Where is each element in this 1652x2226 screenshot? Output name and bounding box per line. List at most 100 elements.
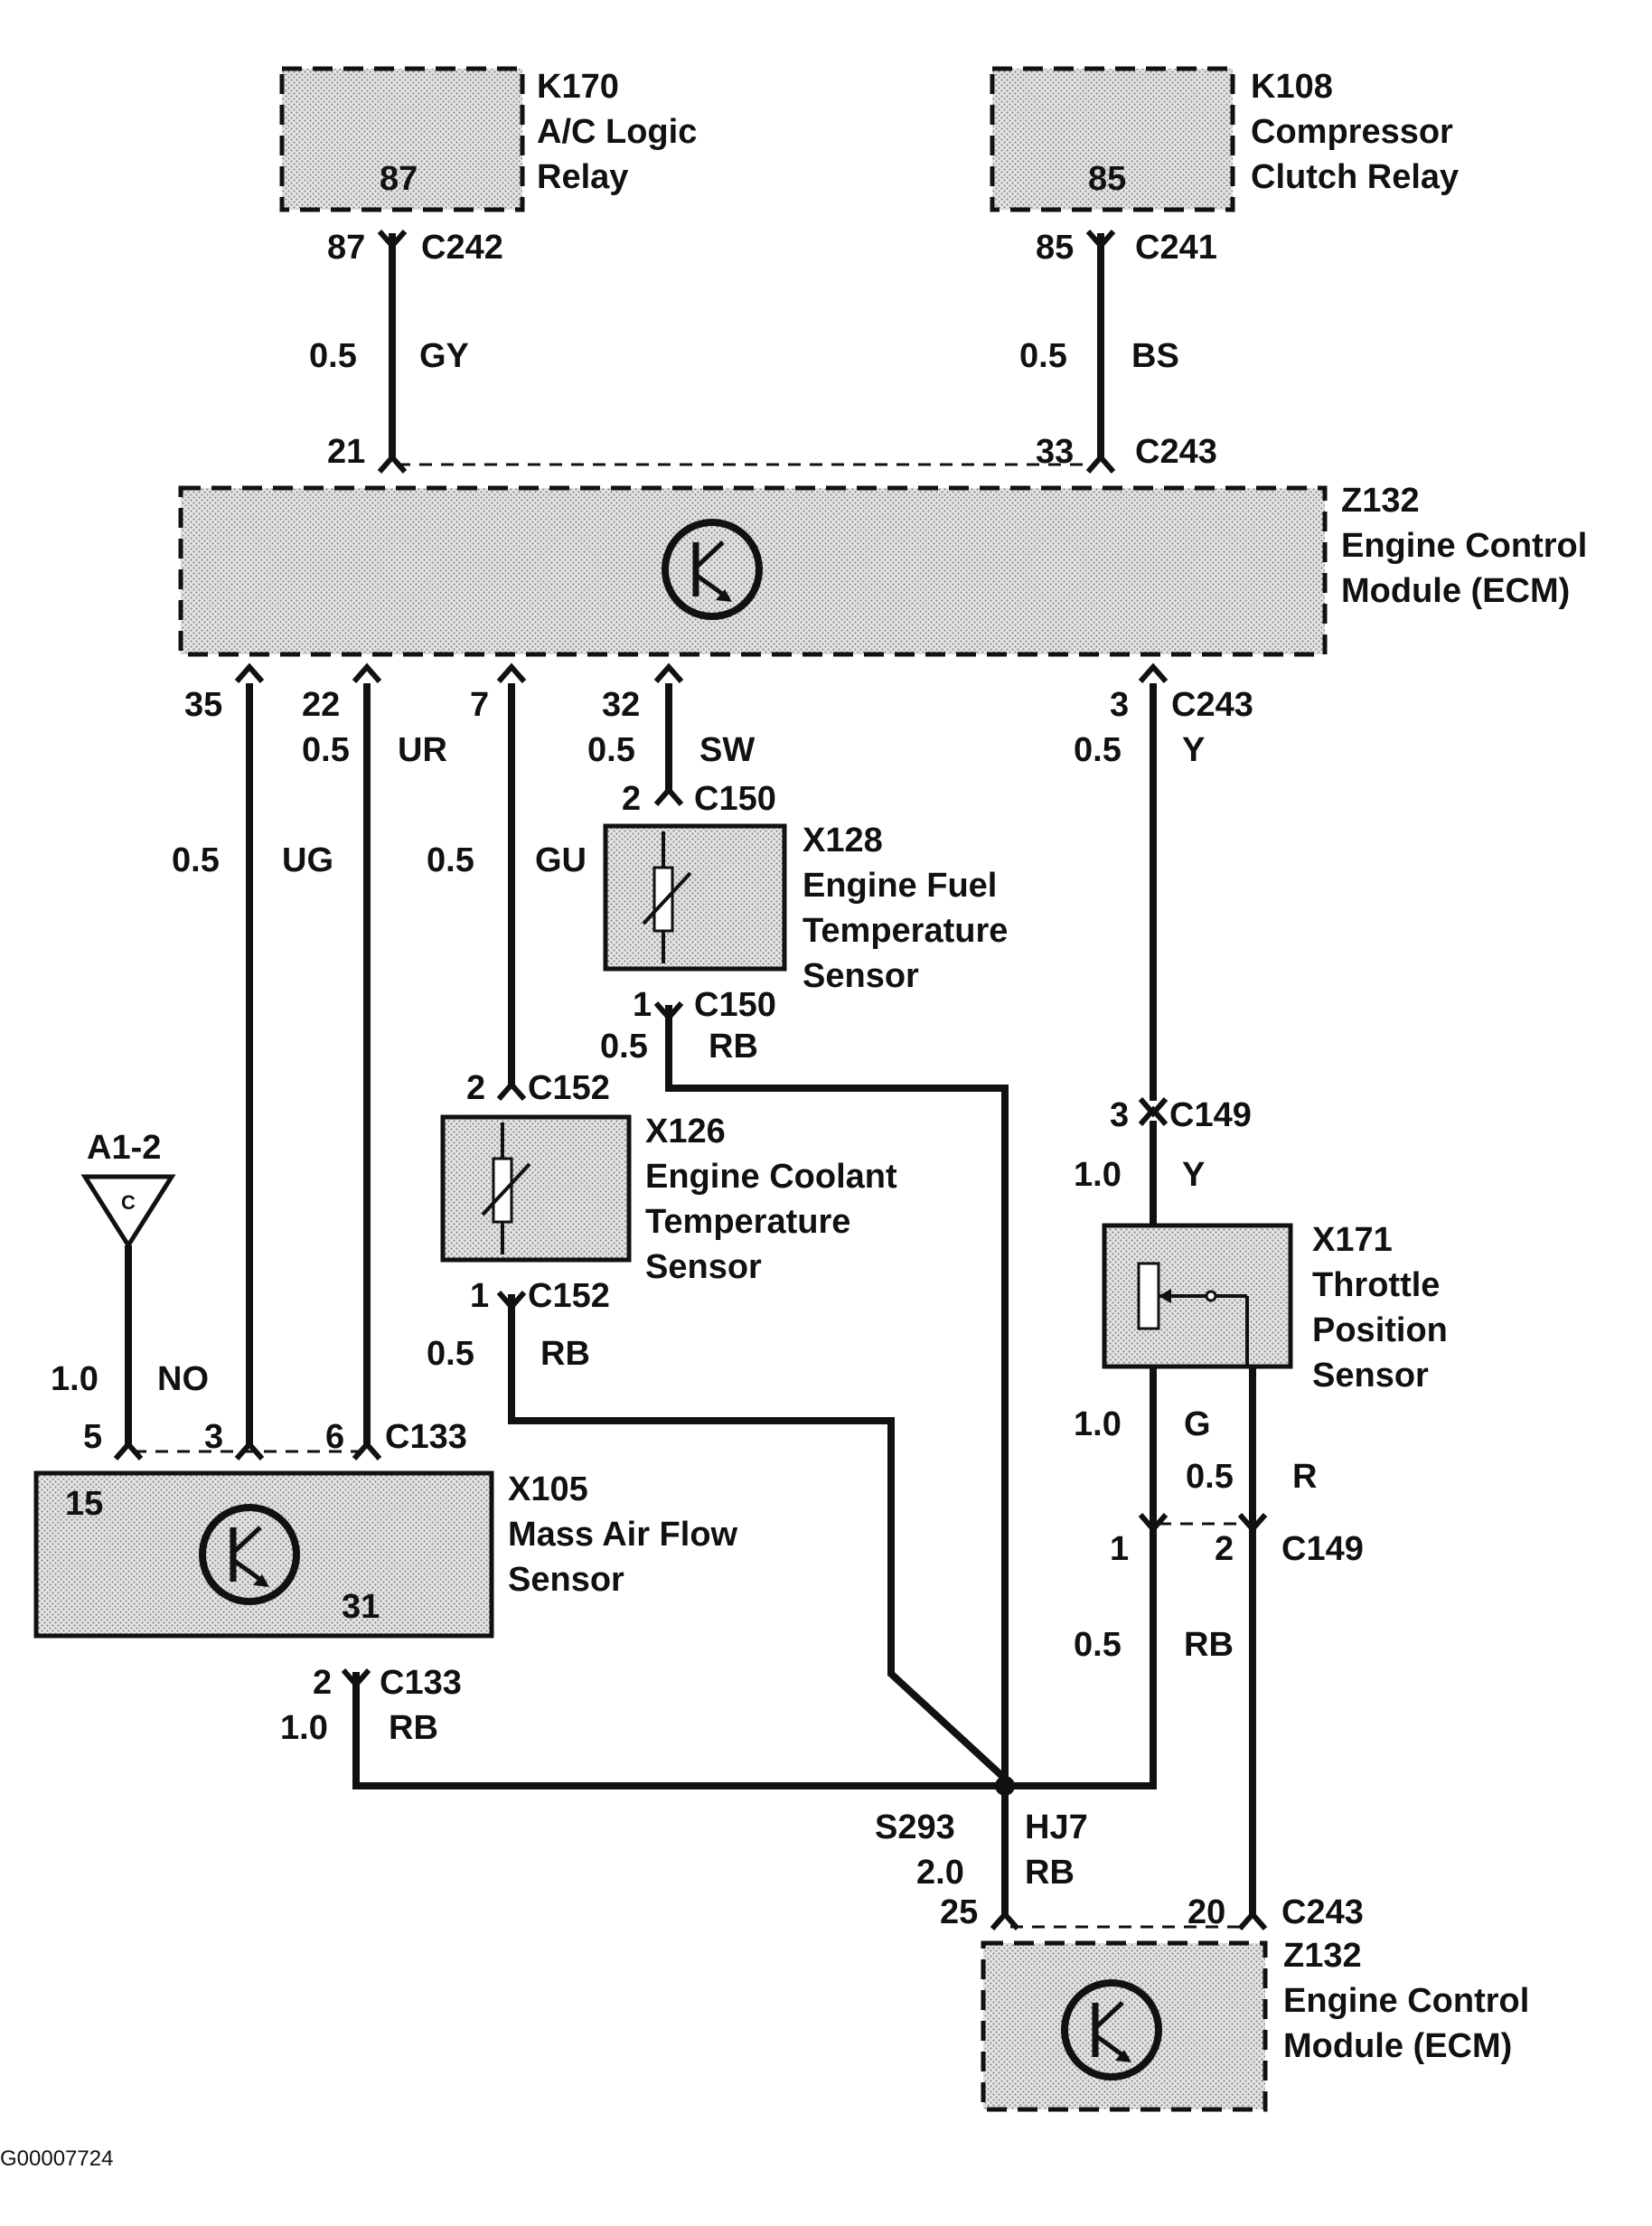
wire-gy-size: 0.5: [309, 337, 357, 375]
x126-sensor: [440, 1114, 632, 1263]
pin-labels: 87 85 21 33 35 22 7 32 3 2 1 2 1 3 1 2 5…: [83, 229, 1234, 1931]
wire-rb-tps-color: RB: [1184, 1626, 1234, 1664]
x171-name-line2: Position: [1312, 1311, 1448, 1349]
wire-r-color: R: [1292, 1458, 1317, 1496]
wire-rb-maf-color: RB: [389, 1709, 438, 1747]
connector-c133-bottom: C133: [380, 1664, 462, 1702]
wire-sw-size: 0.5: [587, 731, 635, 769]
x126-name-line2: Temperature: [645, 1203, 850, 1241]
pin-ecm-21: 21: [327, 433, 365, 471]
pin-c150-2: 2: [622, 780, 641, 818]
pin-ecm-25: 25: [940, 1893, 978, 1931]
ecm-bottom-name-line1: Engine Control: [1283, 1982, 1529, 2020]
k170-id: K170: [537, 68, 619, 106]
wire-r-size: 0.5: [1186, 1458, 1234, 1496]
x126-id: X126: [645, 1113, 726, 1151]
a1-2-id: A1-2: [87, 1129, 161, 1167]
k108-name-line2: Clutch Relay: [1251, 158, 1459, 196]
wire-ug-size: 0.5: [172, 841, 220, 879]
ecm-top-name-line1: Engine Control: [1341, 527, 1587, 565]
transistor-icon: [199, 1504, 300, 1605]
wire-ur-size: 0.5: [302, 731, 350, 769]
a1-2-reference: C: [80, 1174, 176, 1250]
pin-ecm-20: 20: [1187, 1893, 1225, 1931]
ecm-top-name-line2: Module (ECM): [1341, 572, 1570, 610]
x105-sensor: 15 31: [33, 1470, 494, 1639]
wire-rb-main-color: RB: [1025, 1854, 1075, 1892]
k170-pin-87: 87: [380, 160, 418, 198]
potentiometer-icon: [1137, 1262, 1249, 1367]
wire-y-top-color: Y: [1182, 731, 1205, 769]
connector-c152-top: C152: [528, 1069, 610, 1107]
pin-c152-2: 2: [466, 1069, 485, 1107]
thermistor-icon: [642, 831, 692, 963]
pin-c149-2: 2: [1215, 1530, 1234, 1568]
wires: [125, 233, 1256, 1929]
k108-pin-85: 85: [1088, 160, 1126, 198]
wire-rb-fuel: [665, 1005, 1009, 1779]
pin-ecm-22: 22: [302, 686, 340, 724]
k108-id: K108: [1251, 68, 1333, 106]
splice-harness-hj7: HJ7: [1025, 1808, 1088, 1846]
wire-g-size: 1.0: [1074, 1405, 1122, 1443]
wire-rb-main-size: 2.0: [916, 1854, 964, 1892]
pin-ecm-33: 33: [1036, 433, 1074, 471]
x105-name-line2: Sensor: [508, 1561, 624, 1599]
k108-relay: 85: [990, 66, 1235, 212]
x105-pin-31: 31: [342, 1588, 380, 1626]
pin-c149-1: 1: [1110, 1530, 1129, 1568]
pin-ecm-7: 7: [470, 686, 489, 724]
wire-rb-coolant-size: 0.5: [427, 1335, 474, 1373]
k170-relay: 87: [279, 66, 525, 212]
wire-no-color: NO: [157, 1360, 209, 1398]
connector-c152-bottom: C152: [528, 1277, 610, 1315]
ecm-bottom-id: Z132: [1283, 1937, 1362, 1975]
x126-name-line3: Sensor: [645, 1248, 762, 1286]
wire-rb-maf: [352, 1672, 1005, 1789]
wire-bs-size: 0.5: [1019, 337, 1067, 375]
transistor-icon: [662, 519, 763, 620]
connector-c149-top: C149: [1169, 1096, 1252, 1134]
x171-name-line1: Throttle: [1312, 1266, 1440, 1304]
pin-k170-87: 87: [327, 229, 365, 267]
pin-c133-3: 3: [204, 1418, 223, 1456]
wire-gu-size: 0.5: [427, 841, 474, 879]
pin-ecm-35: 35: [184, 686, 222, 724]
x171-name-line3: Sensor: [1312, 1357, 1429, 1395]
wire-rb-coolant-color: RB: [540, 1335, 590, 1373]
k108-name-line1: Compressor: [1251, 113, 1453, 151]
wire-sw-color: SW: [699, 731, 755, 769]
wire-y-tps-color: Y: [1182, 1156, 1205, 1194]
x128-id: X128: [803, 822, 883, 859]
wire-gu-color: GU: [535, 841, 587, 879]
pin-c149-3: 3: [1110, 1096, 1129, 1134]
k170-name-line1: A/C Logic: [537, 113, 697, 151]
x128-name-line3: Sensor: [803, 957, 919, 995]
x128-name-line2: Temperature: [803, 912, 1008, 950]
pin-c133-6: 6: [325, 1418, 344, 1456]
connector-c149-bottom: C149: [1281, 1530, 1364, 1568]
wire-rb-fuel-size: 0.5: [600, 1028, 648, 1066]
x128-sensor: [603, 823, 787, 972]
x171-id: X171: [1312, 1221, 1393, 1259]
connector-c150-top: C150: [694, 780, 776, 818]
a1-2-symbol: C: [121, 1191, 136, 1214]
pin-c133-2: 2: [313, 1664, 332, 1702]
pin-k108-85: 85: [1036, 229, 1074, 267]
connector-c133-top: C133: [385, 1418, 467, 1456]
wire-rb-maf-size: 1.0: [280, 1709, 328, 1747]
wire-g-color: G: [1184, 1405, 1211, 1443]
x128-name-line1: Engine Fuel: [803, 867, 997, 905]
connector-c150-bottom: C150: [694, 986, 776, 1024]
connector-c243-ecm-top-outputs: C243: [1171, 686, 1253, 724]
ecm-top-id: Z132: [1341, 482, 1420, 520]
figure-id: G00007724: [0, 2146, 113, 2171]
wire-labels: 0.5 GY 0.5 BS 0.5 UR 0.5 SW 0.5 Y 0.5 UG…: [51, 337, 1317, 1892]
x171-sensor: [1102, 1223, 1293, 1369]
transistor-icon: [1061, 1979, 1162, 2080]
connector-c242: C242: [421, 229, 503, 267]
wire-y-top-size: 0.5: [1074, 731, 1122, 769]
connector-labels: C242 C241 C243 C243 C150 C150 C152 C152 …: [380, 229, 1364, 1931]
connector-symbols: [113, 230, 1268, 1930]
